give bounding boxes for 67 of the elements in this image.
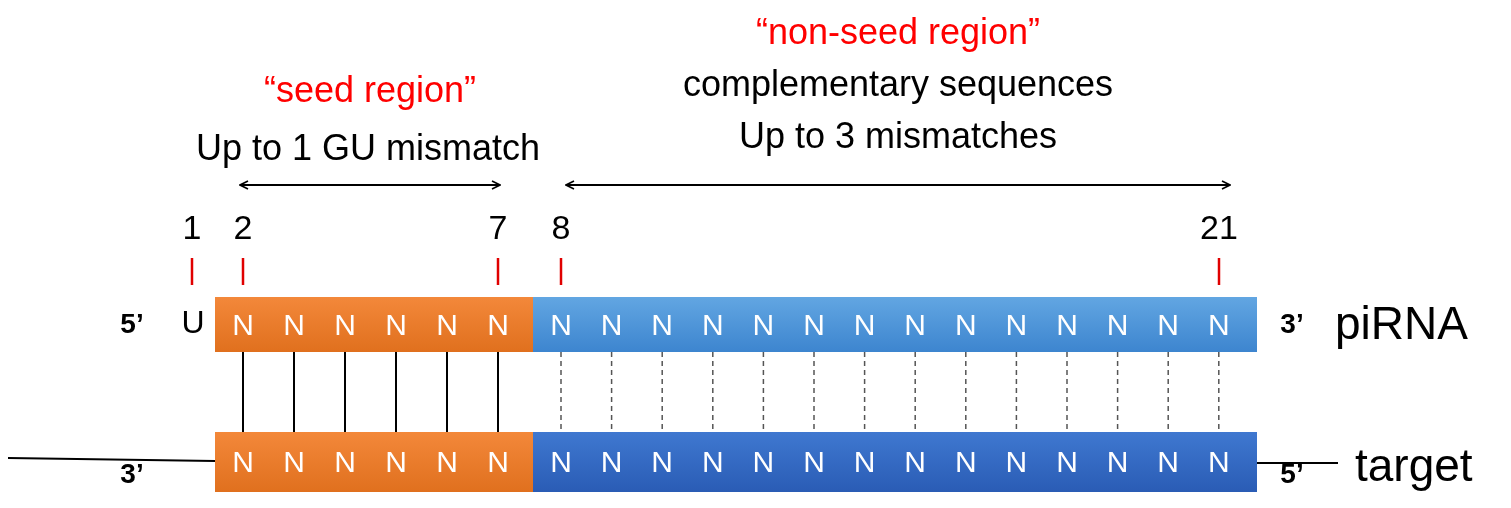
- nucleotide-letter: N: [797, 432, 831, 492]
- strand-line: [1256, 462, 1339, 464]
- nucleotide-letter: N: [898, 297, 933, 352]
- nucleotide-letter: N: [948, 297, 983, 352]
- nucleotide-letter: N: [1100, 432, 1135, 492]
- nucleotide-letter: N: [544, 432, 578, 492]
- nucleotide-letter: N: [328, 297, 362, 352]
- nucleotide-letter: N: [797, 297, 831, 352]
- strand-bar: [533, 432, 1257, 492]
- nucleotide-letter: N: [1050, 432, 1084, 492]
- strand-end-label: 5’: [1280, 460, 1304, 488]
- nucleotide-letter: N: [645, 432, 680, 492]
- nucleotide-letter: N: [1201, 297, 1236, 352]
- nucleotide-letter: N: [544, 297, 578, 352]
- nucleotide-letter: N: [328, 432, 362, 492]
- nucleotide-letter: N: [481, 432, 515, 492]
- nucleotide-letter: N: [430, 432, 464, 492]
- nucleotide-letter: N: [481, 297, 515, 352]
- nucleotide-letter: N: [277, 432, 311, 492]
- region-note: complementary sequences: [682, 66, 1114, 102]
- nucleotide-letter: N: [430, 297, 464, 352]
- nucleotide-letter: N: [1100, 297, 1135, 352]
- base-pair-line: [446, 351, 448, 433]
- base-pair-line: [293, 351, 295, 433]
- base-pair-line: [395, 351, 397, 433]
- nucleotide-letter: N: [645, 297, 680, 352]
- nucleotide-letter: N: [999, 432, 1034, 492]
- strand-line: [7, 457, 216, 462]
- position-number: 7: [488, 210, 508, 244]
- nucleotide-letter: N: [695, 297, 730, 352]
- base-pair-line: [242, 351, 244, 433]
- nucleotide-letter: N: [847, 297, 882, 352]
- nucleotide-letter: N: [999, 297, 1034, 352]
- strand-bar: [215, 297, 533, 352]
- base-pair-line: [497, 351, 499, 433]
- region-title: “non-seed region”: [755, 14, 1041, 50]
- nucleotide-letter: U: [181, 306, 205, 338]
- nucleotide-letter: N: [379, 297, 413, 352]
- nucleotide-letter: N: [594, 432, 629, 492]
- nucleotide-letter: N: [1050, 297, 1084, 352]
- position-number: 1: [182, 210, 202, 244]
- nucleotide-letter: N: [1151, 297, 1186, 352]
- nucleotide-letter: N: [1151, 432, 1186, 492]
- region-title: “seed region”: [263, 72, 477, 108]
- nucleotide-letter: N: [746, 297, 781, 352]
- strand-bar: [215, 432, 533, 492]
- strand-end-label: 3’: [1280, 310, 1304, 338]
- nucleotide-letter: N: [695, 432, 730, 492]
- nucleotide-letter: N: [746, 432, 781, 492]
- nucleotide-letter: N: [847, 432, 882, 492]
- region-note: Up to 1 GU mismatch: [195, 130, 541, 166]
- position-number: 2: [233, 210, 253, 244]
- nucleotide-letter: N: [594, 297, 629, 352]
- strand-bar: [533, 297, 1257, 352]
- position-number: 8: [551, 210, 571, 244]
- nucleotide-letter: N: [226, 297, 260, 352]
- strand-end-label: 3’: [120, 460, 144, 488]
- nucleotide-letter: N: [1201, 432, 1236, 492]
- nucleotide-letter: N: [226, 432, 260, 492]
- position-number: 21: [1200, 210, 1238, 244]
- region-note: Up to 3 mismatches: [738, 118, 1058, 154]
- nucleotide-letter: N: [948, 432, 983, 492]
- nucleotide-letter: N: [379, 432, 413, 492]
- strand-end-label: 5’: [120, 310, 144, 338]
- nucleotide-letter: N: [277, 297, 311, 352]
- base-pair-line: [344, 351, 346, 433]
- nucleotide-letter: N: [898, 432, 933, 492]
